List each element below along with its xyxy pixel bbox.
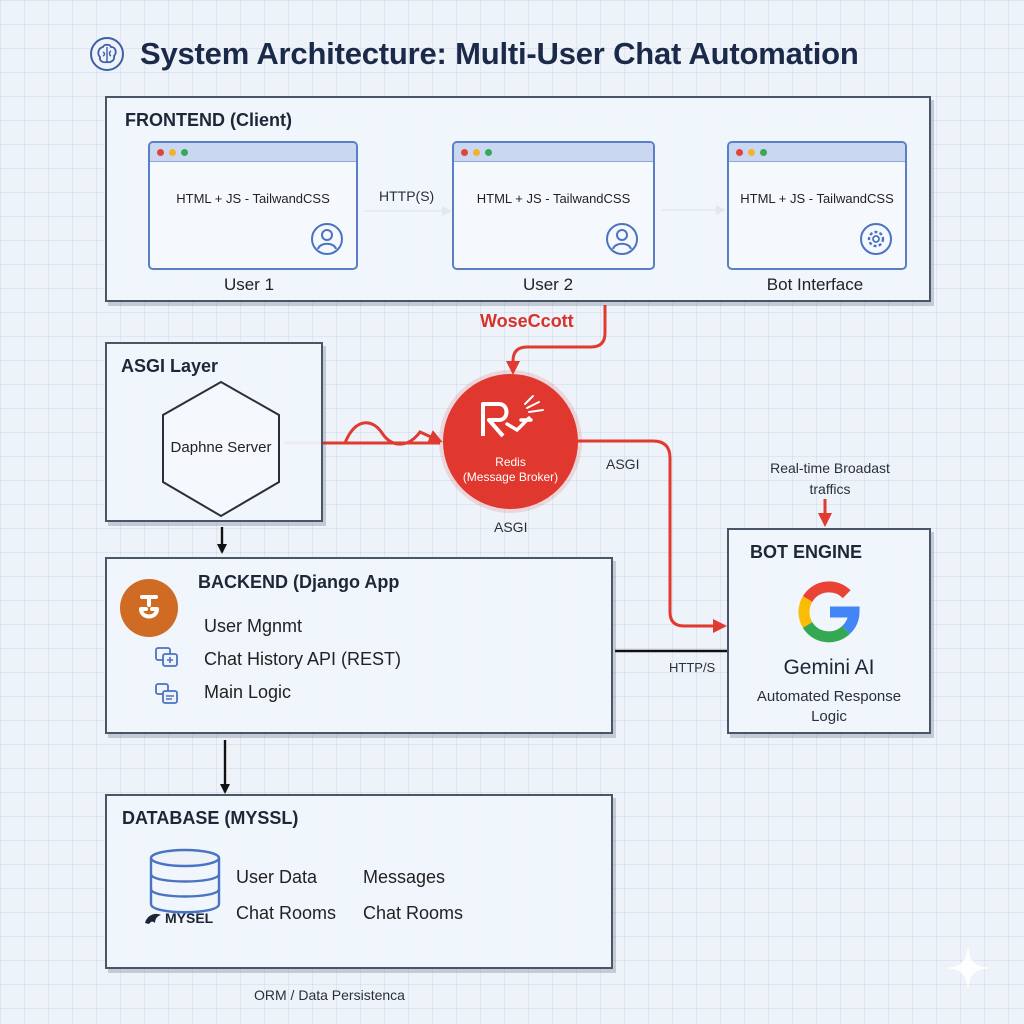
user2-window: HTML + JS - TailwandCSS (452, 141, 655, 270)
user-icon (311, 223, 343, 255)
redis-asgi-label-below: ASGI (494, 519, 528, 535)
window-titlebar (150, 143, 356, 162)
window-tech-label: HTML + JS - TailwandCSS (476, 191, 631, 206)
page-title: System Architecture: Multi-User Chat Aut… (140, 36, 859, 71)
window-tech-label: HTML + JS - TailwandCSS (740, 191, 894, 206)
mysql-logo-text: MYSEL (165, 910, 214, 926)
websocket-label: WoseCcott (480, 311, 574, 331)
broadcast-line1: Real-time Broadast (770, 460, 890, 476)
gemini-ai-name: Gemini AI (783, 656, 875, 679)
arrow-redis-bot (578, 439, 727, 633)
chat-history-icon (155, 647, 178, 667)
user2-caption: User 2 (522, 275, 574, 294)
database-panel: DATABASE (MYSSL) MYSEL User Data Message… (105, 794, 613, 969)
django-logo-icon (120, 579, 178, 637)
bot-desc-line2: Logic (811, 708, 847, 725)
orm-footer-label: ORM / Data Persistenca (254, 987, 405, 1003)
sparkle-icon (946, 946, 990, 990)
window-titlebar (454, 143, 653, 162)
logic-icon (155, 683, 178, 704)
redis-logo-icon (481, 395, 544, 438)
bot-desc-line1: Automated Response (756, 688, 902, 705)
redis-asgi-label-right: ASGI (606, 456, 640, 472)
brain-icon (90, 37, 124, 71)
redis-subtitle: (Message Broker) (462, 470, 559, 484)
backend-item-main-logic: Main Logic (204, 682, 292, 702)
http-link-label: HTTP(S) (379, 188, 435, 204)
frontend-title: FRONTEND (Client) (125, 110, 292, 130)
db-item-chat-rooms-2: Chat Rooms (363, 903, 464, 923)
backend-title: BACKEND (Django App (198, 572, 400, 592)
daphne-hexagon (162, 380, 280, 518)
window-tech-label: HTML + JS - TailwandCSS (176, 191, 330, 206)
db-item-messages: Messages (363, 867, 446, 887)
asgi-layer-title: ASGI Layer (121, 356, 219, 376)
bot-engine-panel: BOT ENGINE Gemini AI Automated Response … (727, 528, 931, 734)
asgi-layer-panel: ASGI Layer Daphne Server (105, 342, 323, 522)
arrow-daphne-redis (284, 421, 443, 446)
database-cylinder-icon (149, 848, 221, 914)
window-titlebar (729, 143, 905, 162)
google-g-icon (798, 581, 860, 643)
mysql-dolphin-icon (145, 913, 161, 924)
backend-panel: BACKEND (Django App User Mgnmt Chat Hist… (105, 557, 613, 734)
backend-item-chat-history: Chat History API (REST) (204, 649, 402, 669)
bot-interface-caption: Bot Interface (766, 275, 864, 294)
user1-caption: User 1 (223, 275, 275, 294)
daphne-server-label: Daphne Server (170, 439, 272, 456)
backend-item-user-mgmt: User Mgnmt (204, 616, 303, 636)
broadcast-line2: traffics (809, 481, 851, 497)
header: System Architecture: Multi-User Chat Aut… (88, 30, 859, 78)
broadcast-label: Real-time Broadast traffics (755, 458, 905, 500)
bot-interface-window: HTML + JS - TailwandCSS (727, 141, 907, 270)
redis-name: Redis (495, 455, 526, 469)
redis-broker: Redis (Message Broker) (443, 374, 578, 509)
bot-http-label: HTTP/S (669, 660, 716, 675)
gear-icon (860, 223, 892, 255)
db-item-chat-rooms-1: Chat Rooms (236, 903, 337, 923)
user1-window: HTML + JS - TailwandCSS (148, 141, 358, 270)
db-item-user-data: User Data (236, 867, 318, 887)
user-icon (606, 223, 638, 255)
arrow-websocket-redis (506, 305, 607, 375)
database-title: DATABASE (MYSSL) (122, 808, 299, 828)
bot-engine-title: BOT ENGINE (750, 542, 863, 562)
bot-description: Automated Response Logic (729, 687, 929, 727)
